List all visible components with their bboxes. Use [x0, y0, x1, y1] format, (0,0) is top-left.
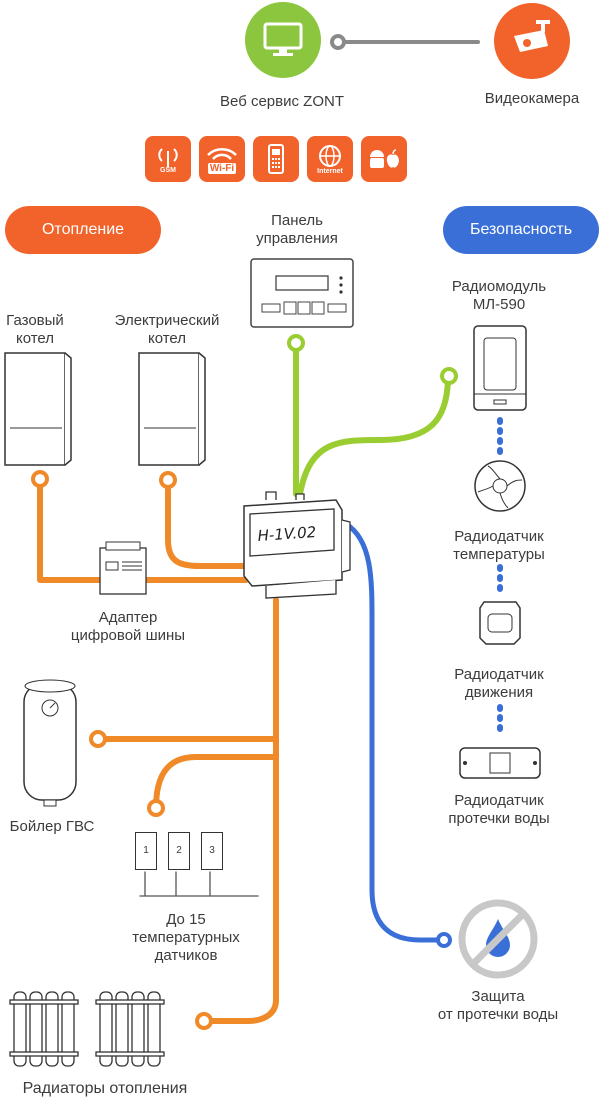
- temp-sensor-3: 3: [201, 832, 223, 870]
- radio-module-label-line2: МЛ-590: [472, 296, 526, 313]
- monitor-icon: [263, 22, 303, 56]
- motion-sensor-device: [479, 601, 521, 645]
- internet-text: Internet: [317, 167, 343, 175]
- radio-module-wire: [297, 373, 451, 497]
- hot-water-boiler-device: [23, 679, 77, 807]
- temp-sensor-label-line2: температуры: [453, 546, 545, 563]
- gas-boiler-label-line1: Газовый: [6, 312, 64, 329]
- leak-sensor-label: Радиодатчик протечки воды: [430, 792, 568, 828]
- leak-sensor-label-line1: Радиодатчик: [454, 792, 544, 809]
- hot-water-boiler-label: Бойлер ГВС: [9, 818, 95, 835]
- panel-label: Панель управления: [238, 212, 356, 248]
- electric-boiler-label-line1: Электрический: [114, 312, 220, 329]
- radiators-device: [9, 991, 165, 1067]
- motion-sensor-label: Радиодатчик движения: [436, 666, 562, 702]
- radio-module-label: Радиомодуль МЛ-590: [436, 278, 562, 314]
- leak-sensor-label-line2: протечки воды: [448, 810, 550, 827]
- web-service-label: Веб сервис ZONT: [220, 93, 344, 110]
- gas-boiler-device: [4, 352, 72, 466]
- control-panel-device: [250, 258, 354, 328]
- temp-sensor-1: 1: [135, 832, 157, 870]
- adapter-label-line1: Адаптер: [98, 609, 158, 626]
- panel-label-line1: Панель: [271, 212, 323, 229]
- apps-channel: [361, 136, 407, 182]
- temp-sensors-wire: [153, 754, 279, 811]
- internet-channel: Internet: [307, 136, 353, 182]
- gsm-text: GSM: [160, 166, 176, 174]
- gsm-channel: GSM: [145, 136, 191, 182]
- camera-circle[interactable]: [494, 3, 570, 79]
- radiators-wire: [201, 597, 279, 1024]
- gas-boiler-label-line2: котел: [15, 330, 55, 347]
- controller-model-text: H-1V.02: [257, 523, 317, 545]
- sensors-label-line2: температурных: [132, 929, 240, 946]
- temp-sensor-label: Радиодатчик температуры: [436, 528, 562, 564]
- phone-channel: [253, 136, 299, 182]
- phone-icon: [268, 144, 284, 174]
- leak-protection-label-line2: от протечки воды: [437, 1006, 559, 1023]
- bus-adapter-device: [99, 541, 147, 595]
- heating-pill[interactable]: Отопление: [5, 206, 161, 254]
- leak-protection-icon: [458, 899, 538, 979]
- motion-sensor-label-line1: Радиодатчик: [454, 666, 544, 683]
- radio-module-device: [473, 325, 527, 411]
- electric-boiler-label-line2: котел: [147, 330, 187, 347]
- radio-temp-sensor-device: [474, 460, 526, 512]
- radio-module-label-line1: Радиомодуль: [451, 278, 547, 295]
- radiators-label: Радиаторы отопления: [22, 1080, 188, 1097]
- leak-protection-wire: [343, 521, 445, 943]
- adapter-label: Адаптер цифровой шины: [58, 609, 198, 645]
- gsm-antenna-icon: [158, 147, 178, 167]
- security-pill[interactable]: Безопасность: [443, 206, 599, 254]
- wifi-channel: Wi-Fi: [199, 136, 245, 182]
- camera-label: Видеокамера: [484, 90, 580, 107]
- wifi-icon: [207, 147, 237, 160]
- sensors-label-line1: До 15: [166, 911, 206, 928]
- temp-sensor-label-line1: Радиодатчик: [454, 528, 544, 545]
- electric-boiler-device: [138, 352, 206, 466]
- sensors-label-line3: датчиков: [154, 947, 218, 964]
- gas-boiler-wire: [37, 475, 249, 583]
- electric-boiler-wire: [165, 477, 249, 569]
- wifi-text: Wi-Fi: [207, 162, 237, 174]
- android-apple-icon: [370, 149, 399, 168]
- web-service-circle[interactable]: [245, 2, 321, 78]
- gas-boiler-label: Газовый котел: [0, 312, 70, 348]
- leak-sensor-device: [459, 747, 541, 779]
- globe-icon: [319, 144, 341, 167]
- leak-protection-label: Защита от протечки воды: [420, 988, 576, 1024]
- panel-label-line2: управления: [256, 230, 338, 247]
- electric-boiler-label: Электрический котел: [102, 312, 232, 348]
- adapter-label-line2: цифровой шины: [70, 627, 186, 644]
- motion-sensor-label-line2: движения: [464, 684, 534, 701]
- cctv-camera-icon: [514, 20, 550, 52]
- sensors-label: До 15 температурных датчиков: [116, 911, 256, 965]
- leak-protection-label-line1: Защита: [471, 988, 525, 1005]
- controller-device: H-1V.02: [243, 491, 351, 599]
- temp-sensor-2: 2: [168, 832, 190, 870]
